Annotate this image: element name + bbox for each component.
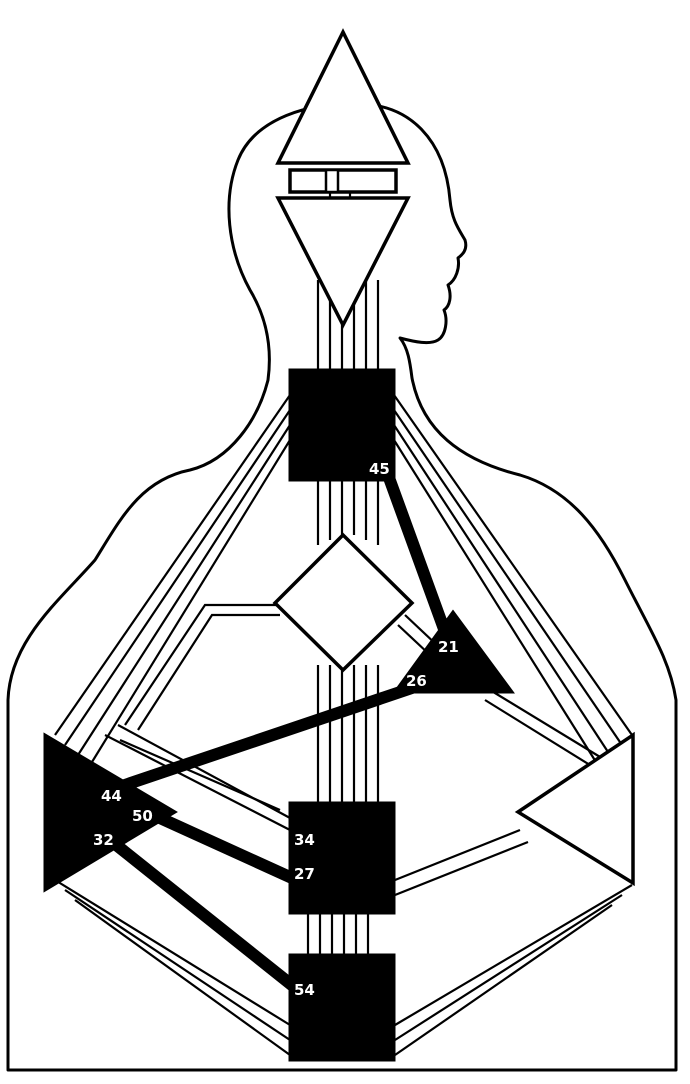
- channel-26-44: [104, 682, 418, 796]
- active-channels: [104, 469, 454, 996]
- sacral-center: [288, 801, 396, 915]
- gate-26-label: 26: [406, 672, 427, 690]
- gate-labels: 45 21 26 44 50 32 34 27 54: [93, 460, 459, 999]
- body-silhouette: [6, 102, 678, 1072]
- spleen-center: [43, 732, 178, 893]
- gate-50-label: 50: [132, 807, 153, 825]
- gate-32-label: 32: [93, 831, 114, 849]
- gate-54-label: 54: [294, 981, 315, 999]
- channel-32-54: [104, 834, 304, 996]
- head-center: [275, 28, 411, 165]
- defined-centers: [43, 368, 515, 1062]
- open-centers: [272, 28, 635, 887]
- ego-center: [392, 609, 515, 694]
- gate-45-label: 45: [369, 460, 390, 478]
- channel-45-21: [382, 469, 454, 646]
- gate-21-label: 21: [438, 638, 459, 656]
- root-center: [288, 953, 396, 1062]
- channel-50-27: [154, 812, 298, 884]
- throat-center: [288, 368, 396, 482]
- head-ajna-gap: [324, 168, 340, 194]
- solar-plexus-center: [514, 731, 635, 887]
- gate-34-label: 34: [294, 831, 315, 849]
- g-center: [272, 532, 415, 673]
- gate-44-label: 44: [101, 787, 122, 805]
- gate-27-label: 27: [294, 865, 315, 883]
- ajna-center: [275, 196, 411, 329]
- head-ajna-connector: [288, 168, 398, 194]
